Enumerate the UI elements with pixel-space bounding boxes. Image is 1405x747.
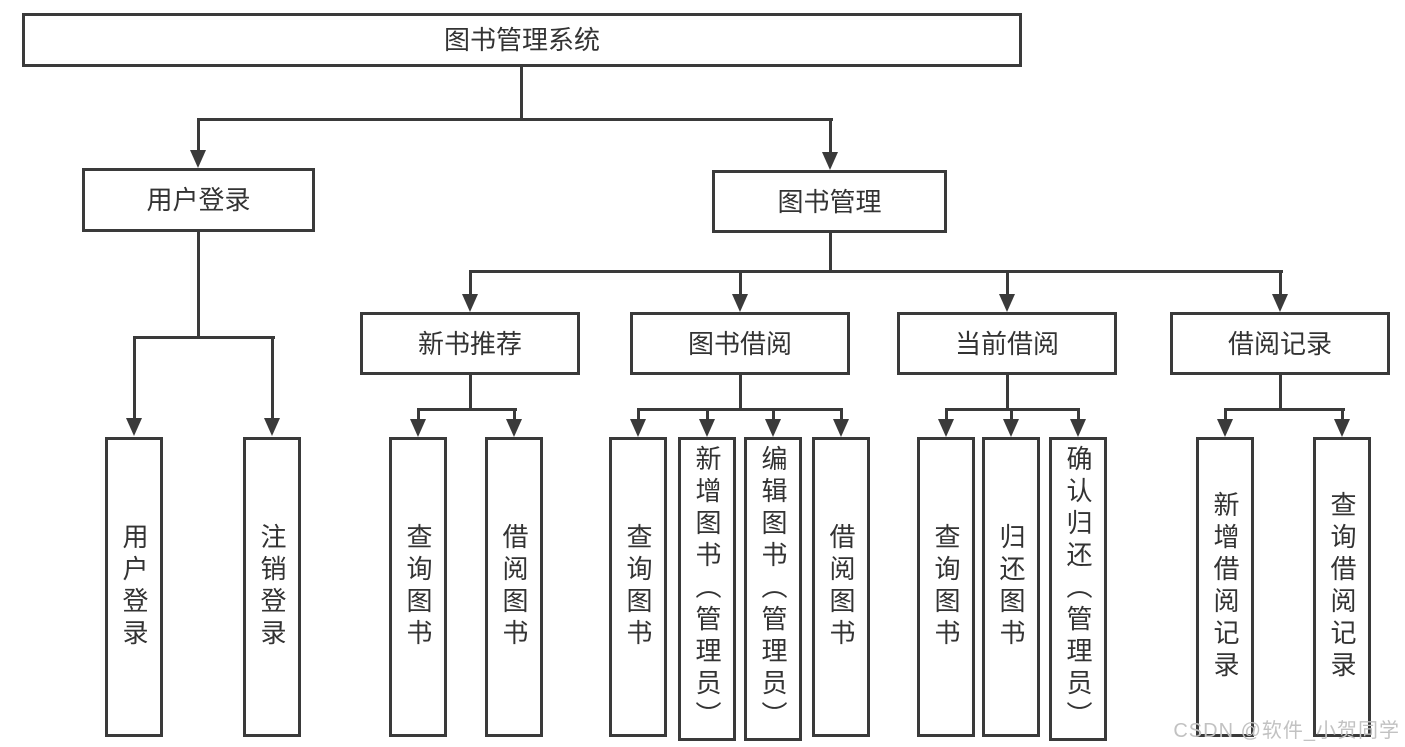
- node-current-borrowing: 当前借阅: [897, 312, 1117, 375]
- arrowhead-down-icon: [126, 418, 142, 436]
- leaf-user-login: 用户登录: [105, 437, 163, 737]
- arrowhead-down-icon: [1334, 419, 1350, 437]
- node-label: 图书管理系统: [443, 25, 600, 55]
- node-label: 新增借阅记录: [1210, 491, 1240, 683]
- connector-line: [637, 408, 640, 421]
- arrowhead-down-icon: [264, 418, 280, 436]
- arrowhead-down-icon: [765, 419, 781, 437]
- connector-line: [1341, 408, 1344, 421]
- node-label: 用户登录: [146, 185, 251, 215]
- arrowhead-down-icon: [822, 152, 838, 170]
- arrowhead-down-icon: [630, 419, 646, 437]
- node-label: 查询图书: [623, 523, 653, 651]
- node-label: 图书借阅: [687, 328, 792, 359]
- node-label: 查询图书: [403, 523, 433, 651]
- connector-line: [271, 336, 274, 419]
- arrowhead-down-icon: [506, 419, 522, 437]
- connector-line: [469, 375, 472, 410]
- arrowhead-down-icon: [999, 294, 1015, 312]
- arrowhead-down-icon: [732, 294, 748, 312]
- arrowhead-down-icon: [938, 419, 954, 437]
- node-book-management: 图书管理: [712, 170, 947, 233]
- arrowhead-down-icon: [833, 419, 849, 437]
- leaf-add-book-admin: 新增图书（管理员）: [678, 437, 736, 741]
- connector-line: [513, 408, 516, 421]
- connector-line: [1224, 408, 1227, 421]
- leaf-query-book-current: 查询图书: [917, 437, 975, 737]
- arrowhead-down-icon: [1070, 419, 1086, 437]
- arrowhead-down-icon: [1003, 419, 1019, 437]
- node-label: 新增图书（管理员）: [692, 445, 722, 733]
- connector-line: [739, 270, 742, 296]
- node-book-borrowing: 图书借阅: [630, 312, 850, 375]
- connector-line: [133, 336, 136, 419]
- leaf-add-borrow-record: 新增借阅记录: [1196, 437, 1254, 737]
- arrowhead-down-icon: [410, 419, 426, 437]
- node-label: 注销登录: [257, 523, 287, 651]
- arrowhead-down-icon: [190, 150, 206, 168]
- leaf-query-borrow-record: 查询借阅记录: [1313, 437, 1371, 737]
- node-library-management-system: 图书管理系统: [22, 13, 1022, 67]
- node-label: 编辑图书（管理员）: [758, 445, 788, 733]
- connector-line: [417, 408, 420, 421]
- arrowhead-down-icon: [462, 294, 478, 312]
- node-label: 当前借阅: [954, 328, 1059, 359]
- connector-line: [945, 408, 948, 421]
- connector-line: [469, 270, 472, 296]
- connector-line: [133, 336, 275, 339]
- connector-line: [739, 375, 742, 410]
- connector-line: [840, 408, 843, 421]
- connector-line: [1010, 408, 1013, 421]
- node-new-book-recommend: 新书推荐: [360, 312, 580, 375]
- connector-line: [520, 67, 523, 118]
- arrowhead-down-icon: [1217, 419, 1233, 437]
- node-user-login: 用户登录: [82, 168, 315, 232]
- connector-line: [706, 408, 709, 421]
- leaf-borrow-book-recommend: 借阅图书: [485, 437, 543, 737]
- leaf-edit-book-admin: 编辑图书（管理员）: [744, 437, 802, 741]
- node-label: 归还图书: [996, 523, 1026, 651]
- connector-line: [1279, 375, 1282, 410]
- leaf-borrow-book-borrowing: 借阅图书: [812, 437, 870, 737]
- node-label: 用户登录: [119, 523, 149, 651]
- connector-line: [829, 118, 832, 154]
- arrowhead-down-icon: [699, 419, 715, 437]
- connector-line: [1224, 408, 1345, 411]
- node-label: 确认归还（管理员）: [1063, 445, 1093, 733]
- node-borrow-records: 借阅记录: [1170, 312, 1390, 375]
- leaf-return-book: 归还图书: [982, 437, 1040, 737]
- connector-line: [417, 408, 517, 411]
- connector-line: [637, 408, 843, 411]
- node-label: 查询图书: [931, 523, 961, 651]
- connector-line: [1006, 375, 1009, 410]
- connector-line: [772, 408, 775, 421]
- arrowhead-down-icon: [1272, 294, 1288, 312]
- connector-line: [829, 233, 832, 272]
- node-label: 图书管理: [777, 186, 882, 217]
- leaf-logout: 注销登录: [243, 437, 301, 737]
- connector-line: [1279, 270, 1282, 296]
- node-label: 新书推荐: [417, 328, 522, 359]
- connector-line: [197, 118, 200, 152]
- leaf-query-book-borrowing: 查询图书: [609, 437, 667, 737]
- leaf-confirm-return-admin: 确认归还（管理员）: [1049, 437, 1107, 741]
- node-label: 借阅记录: [1227, 328, 1332, 359]
- connector-line: [1077, 408, 1080, 421]
- connector-line: [197, 118, 833, 121]
- node-label: 查询借阅记录: [1327, 491, 1357, 683]
- connector-line: [1006, 270, 1009, 296]
- connector-line: [197, 232, 200, 336]
- connector-line: [469, 270, 1283, 273]
- node-label: 借阅图书: [499, 523, 529, 651]
- leaf-query-book-recommend: 查询图书: [389, 437, 447, 737]
- node-label: 借阅图书: [826, 523, 856, 651]
